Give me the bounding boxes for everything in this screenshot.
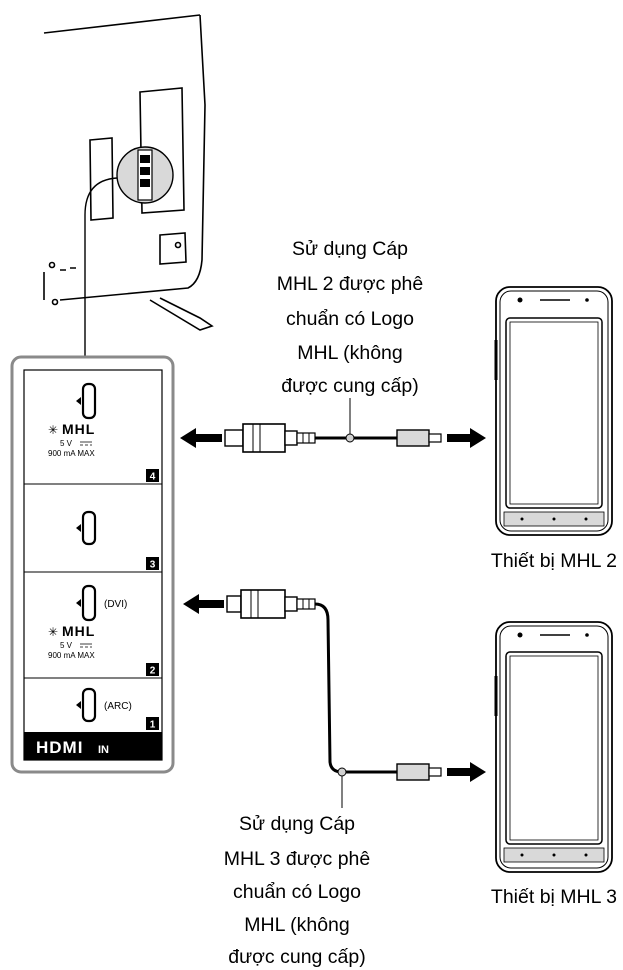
zoom-leader-line (84, 177, 118, 358)
hdmi-port-1: (ARC) 1 (76, 687, 159, 731)
hdmi-port-3: 3 (76, 510, 159, 571)
bottom-cable-label-line: MHL 3 được phê (224, 848, 371, 870)
port-arrow-icon (76, 599, 81, 607)
top-cable-label-line: chuẩn có Logo (286, 308, 414, 330)
arrow-right-icon (447, 762, 486, 782)
mhl-voltage-label: 5 V (60, 641, 73, 650)
phone-mhl2-icon (494, 286, 613, 536)
arrow-left-icon (180, 428, 222, 448)
bottom-cable-label-line: chuẩn có Logo (233, 881, 361, 903)
bottom-cable-label: Sử dụng Cáp MHL 3 được phê chuẩn có Logo… (224, 813, 371, 968)
port-number-badge (146, 469, 159, 482)
mhl-logo-label: MHL (62, 623, 95, 639)
port-number: 3 (150, 560, 156, 571)
cable-mhl3 (183, 589, 486, 808)
top-cable-label-line: MHL 2 được phê (277, 273, 424, 295)
port-number-badge (146, 663, 159, 676)
port-number: 1 (150, 720, 156, 731)
phone-mhl3-icon (494, 621, 613, 873)
port-zoom-circle (116, 146, 174, 204)
dc-symbol-icon (80, 441, 92, 446)
tv-back-illustration (43, 14, 214, 331)
dc-symbol-icon (80, 643, 92, 648)
mhl-current-label: 900 mA MAX (48, 449, 95, 458)
bottom-cable-label-line: MHL (không (244, 914, 350, 936)
top-cable-label-line: được cung cấp) (281, 375, 419, 397)
arrow-left-icon (183, 594, 224, 614)
port-number-badge (146, 717, 159, 730)
device-mhl3-label: Thiết bị MHL 3 (491, 886, 617, 908)
mhl-star-icon: ✳ (48, 423, 58, 437)
mhl-star-icon: ✳ (48, 625, 58, 639)
hdmi-socket-icon (81, 510, 97, 546)
top-cable-label: Sử dụng Cáp MHL 2 được phê chuẩn có Logo… (277, 238, 424, 397)
top-cable-label-line: MHL (không (297, 342, 403, 364)
device-mhl2-label: Thiết bị MHL 2 (491, 550, 617, 572)
hdmi-in-label: IN (98, 744, 109, 756)
mhl-current-label: 900 mA MAX (48, 651, 95, 660)
bottom-cable-label-line: Sử dụng Cáp (239, 813, 355, 835)
port-tag: (DVI) (104, 599, 127, 610)
hdmi-socket-icon (81, 584, 97, 622)
port-number: 2 (150, 666, 156, 677)
mhl-logo-label: MHL (62, 421, 95, 437)
hdmi-socket-icon (81, 382, 97, 420)
cable-mhl2 (180, 398, 486, 453)
port-arrow-icon (76, 397, 81, 405)
arrow-right-icon (447, 428, 486, 448)
port-arrow-icon (76, 701, 81, 709)
top-cable-label-line: Sử dụng Cáp (292, 238, 408, 260)
port-arrow-icon (76, 524, 81, 532)
port-number: 4 (150, 472, 156, 483)
hdmi-socket-icon (81, 687, 97, 723)
bottom-cable-label-line: được cung cấp) (228, 946, 366, 968)
port-number-badge (146, 557, 159, 570)
mhl-voltage-label: 5 V (60, 439, 73, 448)
hdmi-brand-label: HDMI (36, 738, 83, 757)
port-tag: (ARC) (104, 701, 132, 712)
